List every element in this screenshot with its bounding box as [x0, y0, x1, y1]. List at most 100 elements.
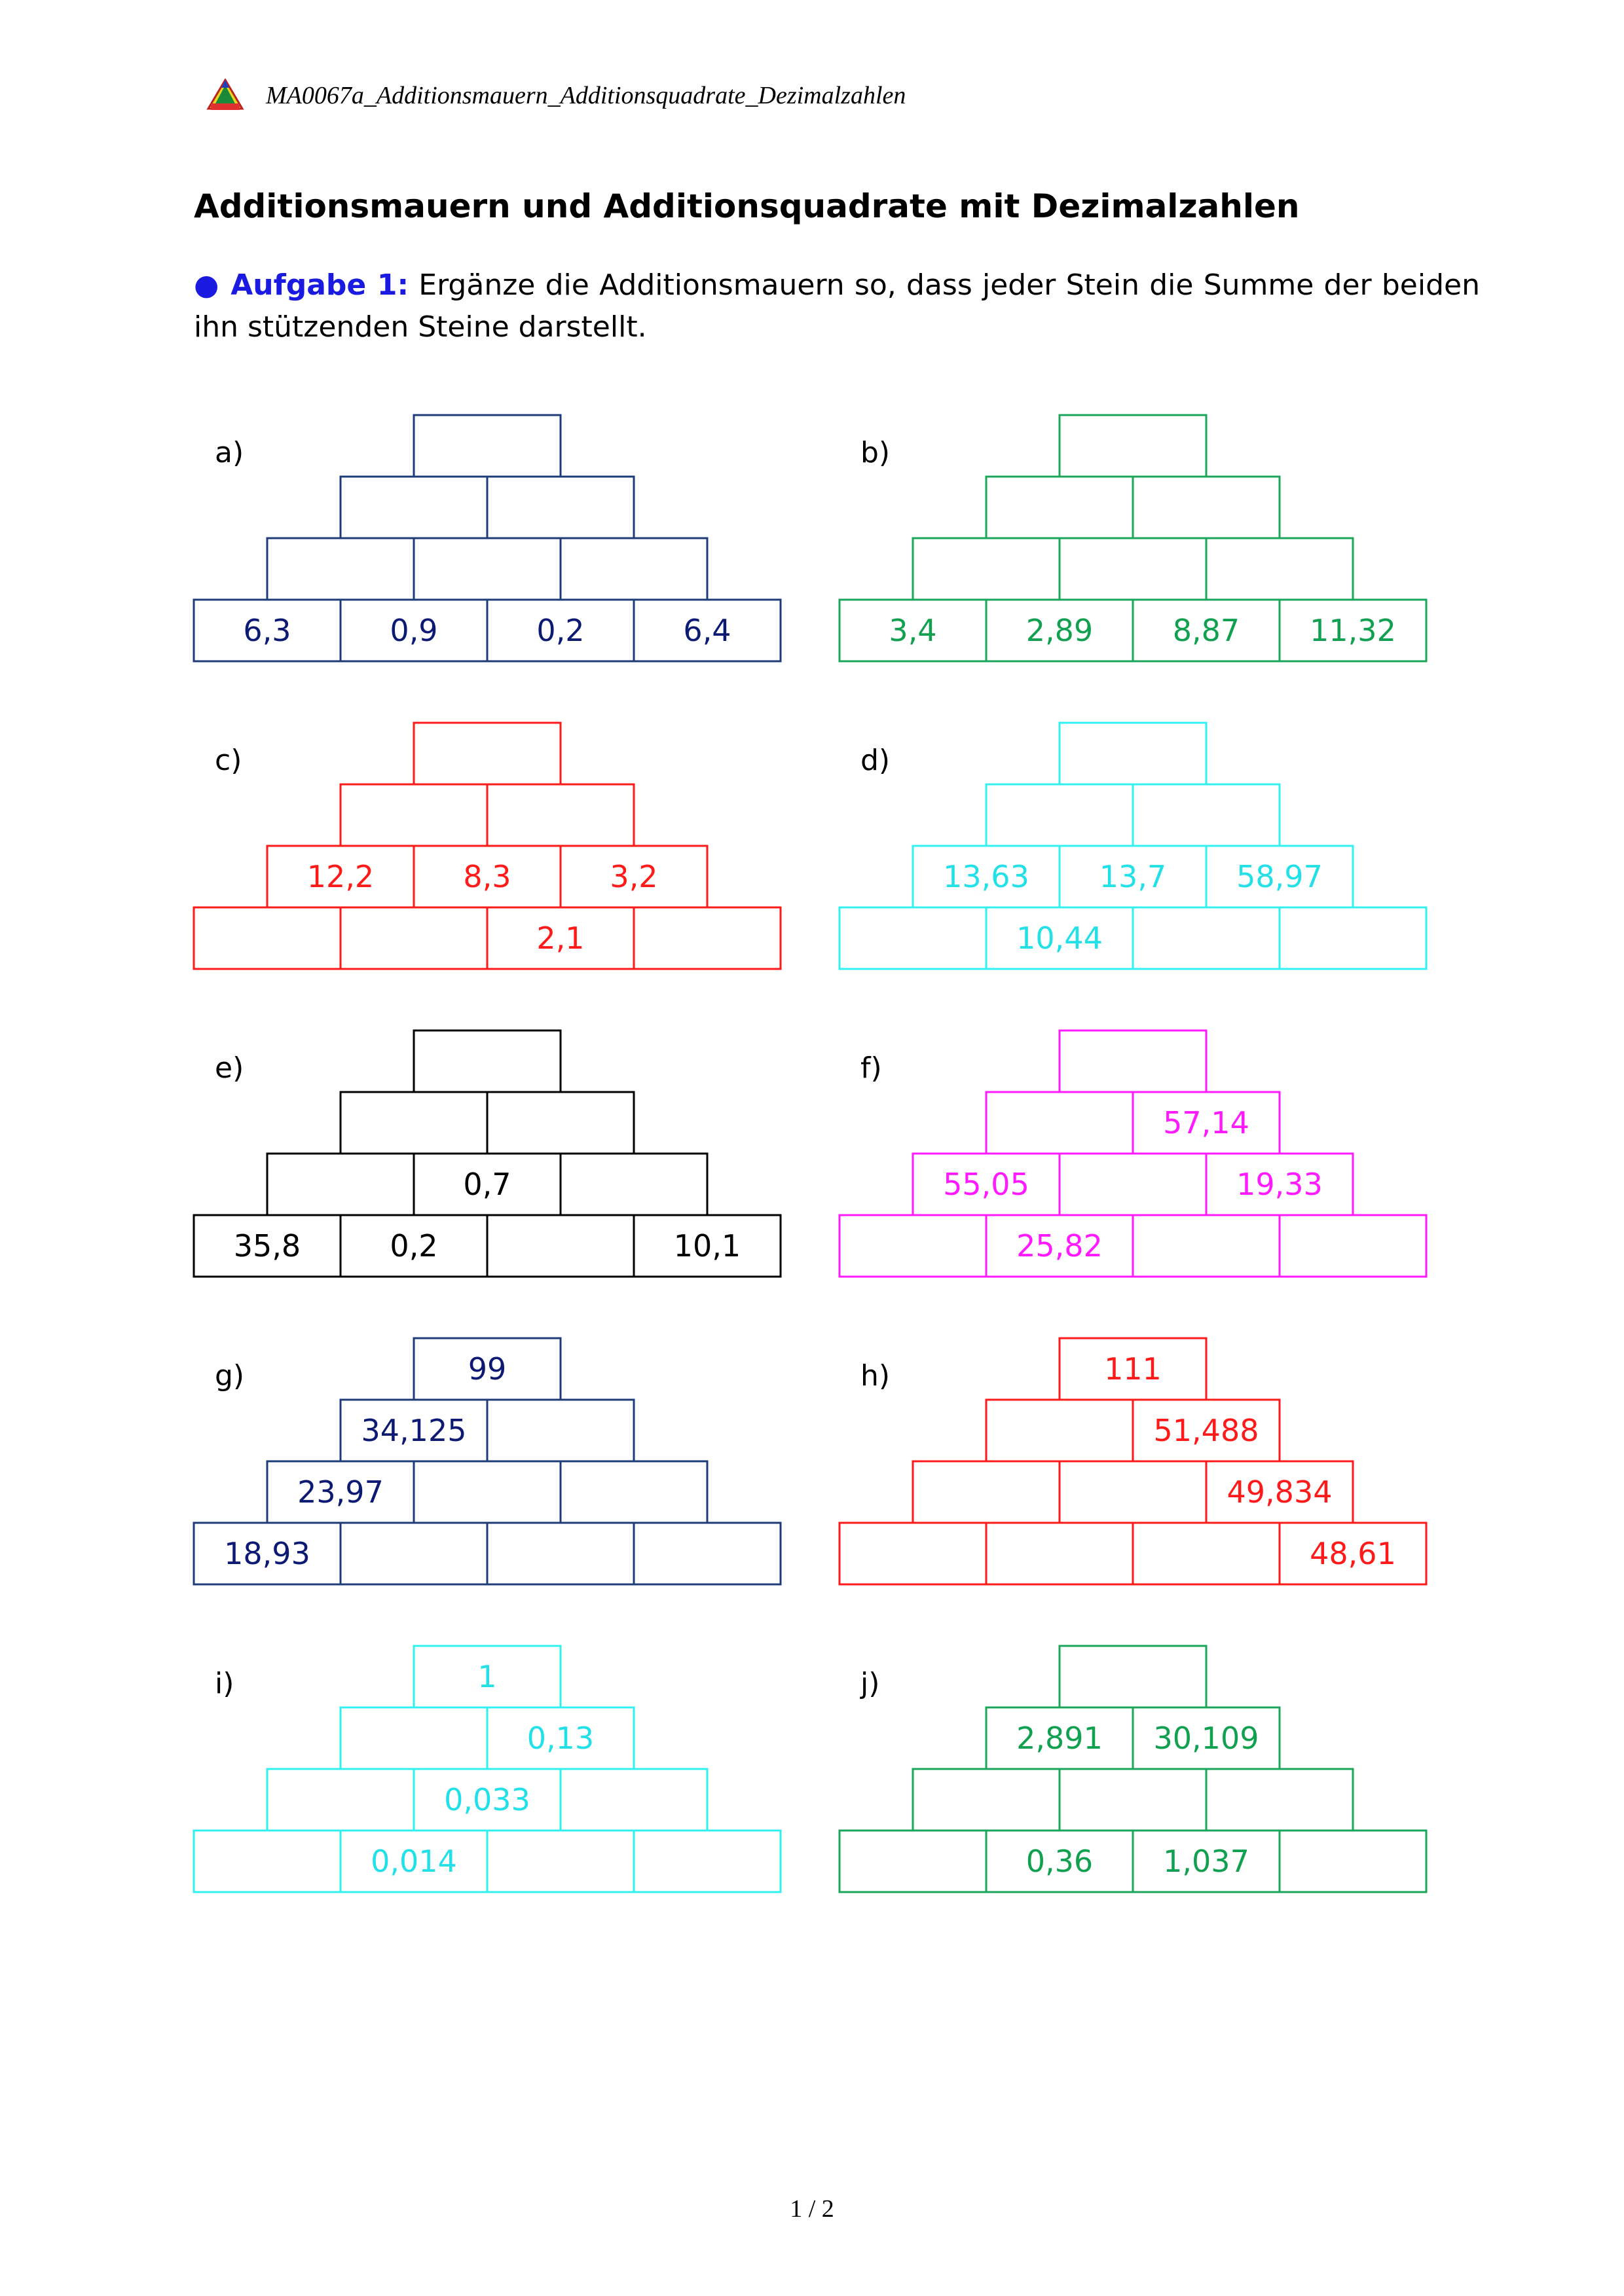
wall-brick[interactable]: [486, 1214, 635, 1278]
page-number: 1 / 2: [790, 2195, 834, 2223]
wall-brick[interactable]: [559, 1152, 709, 1216]
wall-brick[interactable]: [1132, 906, 1281, 970]
brick-value: 1,037: [1163, 1844, 1249, 1879]
wall-brick[interactable]: [912, 537, 1061, 601]
wall-label: g): [215, 1359, 245, 1393]
wall-brick[interactable]: [413, 1645, 562, 1709]
wall-brick[interactable]: [339, 475, 489, 539]
brick-value: 35,8: [234, 1228, 301, 1264]
wall-brick[interactable]: [486, 1398, 635, 1463]
wall-brick[interactable]: [1058, 1645, 1208, 1709]
wall-brick[interactable]: [1058, 1152, 1208, 1216]
document-code: MA0067a_Additionsmauern_Additionsquadrat…: [266, 82, 906, 109]
wall-brick[interactable]: [985, 475, 1134, 539]
wall-brick[interactable]: [486, 1522, 635, 1586]
brick-value: 0,2: [536, 613, 584, 648]
wall-brick[interactable]: [838, 1522, 987, 1586]
wall-brick[interactable]: [633, 1522, 782, 1586]
page-header: MA0067a_Additionsmauern_Additionsquadrat…: [204, 77, 906, 114]
wall-brick[interactable]: [1058, 1029, 1208, 1093]
wall-brick[interactable]: [1132, 783, 1281, 847]
wall-brick[interactable]: [1278, 1214, 1428, 1278]
wall-brick[interactable]: [413, 414, 562, 478]
wall-brick[interactable]: [413, 721, 562, 786]
wall-brick[interactable]: [1132, 1214, 1281, 1278]
wall-brick[interactable]: [633, 906, 782, 970]
wall-brick[interactable]: [486, 1829, 635, 1893]
brick-value: 23,97: [297, 1474, 384, 1510]
wall-brick[interactable]: [1205, 1768, 1354, 1832]
wall-brick[interactable]: [266, 537, 415, 601]
brick-value: 48,61: [1310, 1536, 1396, 1571]
wall-brick[interactable]: [339, 906, 489, 970]
wall-label: a): [215, 436, 244, 469]
wall-brick[interactable]: [486, 783, 635, 847]
wall-label: e): [215, 1051, 244, 1085]
wall-brick[interactable]: [912, 1460, 1061, 1524]
wall-brick[interactable]: [193, 906, 342, 970]
task-label: ● Aufgabe 1:: [194, 268, 409, 302]
wall-brick[interactable]: [633, 1829, 782, 1893]
wall-brick[interactable]: [559, 1768, 709, 1832]
wall-brick[interactable]: [193, 1829, 342, 1893]
brick-value: 18,93: [224, 1536, 310, 1571]
brick-value: 10,1: [674, 1228, 741, 1264]
brick-value: 2,89: [1026, 613, 1093, 648]
brick-value: 49,834: [1227, 1474, 1333, 1510]
brick-value: 30,109: [1154, 1721, 1259, 1756]
wall-brick[interactable]: [1058, 1337, 1208, 1401]
wall-brick[interactable]: [413, 1337, 562, 1401]
wall-brick[interactable]: [266, 1768, 415, 1832]
wall-brick[interactable]: [339, 783, 489, 847]
wall-brick[interactable]: [486, 1091, 635, 1155]
wall-brick[interactable]: [1205, 537, 1354, 601]
wall-brick[interactable]: [559, 1460, 709, 1524]
brick-value: 3,2: [610, 859, 657, 894]
wall-brick[interactable]: [339, 1091, 489, 1155]
wall-brick[interactable]: [339, 1522, 489, 1586]
wall-brick[interactable]: [413, 1029, 562, 1093]
brick-value: 0,2: [390, 1228, 437, 1264]
wall-brick[interactable]: [985, 1398, 1134, 1463]
wall-brick[interactable]: [1278, 906, 1428, 970]
wall-brick[interactable]: [1132, 1522, 1281, 1586]
wall-brick[interactable]: [413, 1460, 562, 1524]
brick-value: 0,9: [390, 613, 437, 648]
wall-brick[interactable]: [985, 783, 1134, 847]
wall-brick[interactable]: [838, 1214, 987, 1278]
brick-value: 0,36: [1026, 1844, 1093, 1879]
brick-value: 3,4: [889, 613, 936, 648]
wall-brick[interactable]: [266, 1152, 415, 1216]
wall-brick[interactable]: [1058, 537, 1208, 601]
brick-value: 0,014: [371, 1844, 457, 1879]
brick-value: 51,488: [1154, 1413, 1259, 1448]
wall-brick[interactable]: [339, 1706, 489, 1770]
wall-brick[interactable]: [1058, 1768, 1208, 1832]
brick-value: 58,97: [1236, 859, 1323, 894]
wall-brick[interactable]: [1058, 414, 1208, 478]
brick-value: 12,2: [307, 859, 374, 894]
wall-brick[interactable]: [413, 537, 562, 601]
wall-brick[interactable]: [486, 475, 635, 539]
wall-brick[interactable]: [1058, 721, 1208, 786]
wall-brick[interactable]: [1278, 1829, 1428, 1893]
task-instruction: ● Aufgabe 1: Ergänze die Additionsmauern…: [194, 264, 1480, 348]
wall-brick[interactable]: [985, 1522, 1134, 1586]
wall-brick[interactable]: [1132, 475, 1281, 539]
brick-value: 99: [468, 1351, 507, 1387]
wall-label: f): [860, 1051, 882, 1085]
wall-brick[interactable]: [559, 537, 709, 601]
brick-value: 8,3: [463, 859, 511, 894]
brick-value: 11,32: [1310, 613, 1396, 648]
wall-brick[interactable]: [985, 1091, 1134, 1155]
wall-brick[interactable]: [1058, 1460, 1208, 1524]
wall-brick[interactable]: [838, 906, 987, 970]
task-text: Ergänze die Additionsmauern so, dass jed…: [194, 268, 1480, 344]
wall-brick[interactable]: [838, 1829, 987, 1893]
wall-brick[interactable]: [912, 1768, 1061, 1832]
